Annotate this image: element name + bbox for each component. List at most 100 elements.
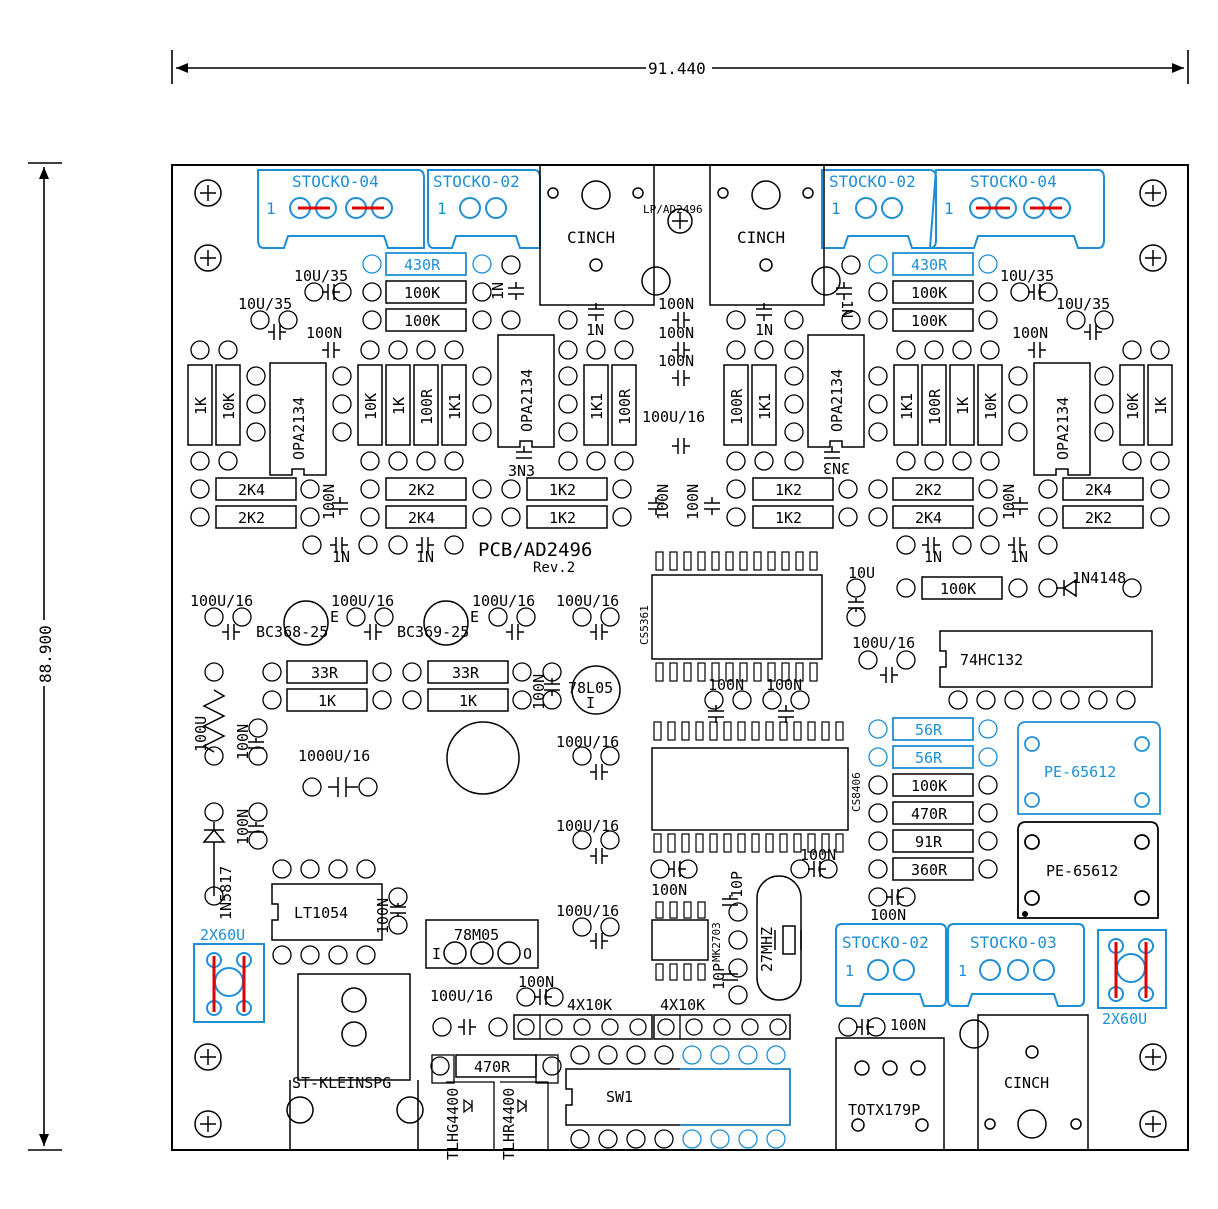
l7805-label: 78L05 (568, 679, 613, 697)
header-pads (517, 1015, 787, 1039)
r-2k4-label: 2K4 (915, 509, 942, 527)
stocko-02-left-label: STOCKO-02 (433, 172, 520, 191)
pe-65612-blue-label: PE-65612 (1044, 763, 1116, 781)
r-10k-label: 10K (1124, 393, 1142, 420)
r-360r-label: 360R (911, 861, 948, 879)
r-1k2-label: 1K2 (549, 481, 576, 499)
c-100n-label: 100N (530, 674, 548, 710)
c-10u35-label: 10U/35 (238, 295, 292, 313)
st-kleinspg-label: ST-KLEINSPG (292, 1074, 391, 1092)
c-100u16-label: 100U/16 (556, 592, 619, 610)
r-100r-label: 100R (616, 388, 634, 425)
bc368-label: BC368-25 (256, 623, 328, 641)
reg-output-label: O (523, 945, 532, 963)
r-100k-label: 100K (404, 312, 440, 330)
r-470r-label: 470R (911, 805, 948, 823)
tlhg4400-label: TLHG4400 (444, 1088, 462, 1160)
r-430r-label: 430R (911, 256, 948, 274)
header-4x10k-label: 4X10K (660, 996, 705, 1014)
stocko-04-left-label: STOCKO-04 (292, 172, 379, 191)
c-100n-label: 100N (658, 324, 694, 342)
sw1-label: SW1 (606, 1088, 633, 1106)
r-10k-label: 10K (362, 393, 380, 420)
jumper-2x60u-right-label: 2X60U (1102, 1010, 1147, 1028)
r-430r-label: 430R (404, 256, 441, 274)
c-1n-label: 1N (755, 321, 773, 339)
c-100n-label: 100N (800, 846, 836, 864)
c-3n3-label: 3N3 (823, 459, 850, 477)
totx-outline (835, 1037, 945, 1151)
r-2k2-label: 2K2 (408, 481, 435, 499)
c-100u16-label: 100U/16 (556, 817, 619, 835)
r-2k2-label: 2K2 (1085, 509, 1112, 527)
opa2134-label: OPA2134 (1054, 397, 1072, 460)
hc132-label: 74HC132 (960, 651, 1023, 669)
cinch-bottom-label: CINCH (1004, 1074, 1049, 1092)
cinch-top-labels: CINCH CINCH LP/AD2496 (567, 203, 785, 247)
bc369-label: BC369-25 (397, 623, 469, 641)
blue-labels: 430R 430R 56R 56R PE-65612 2X60U 2X60U S… (200, 256, 1147, 1028)
board-revision: Rev.2 (533, 560, 575, 576)
r-1k2-label: 1K2 (549, 509, 576, 527)
stocko-02-right-label: STOCKO-02 (829, 172, 916, 191)
c-100n-label: 100N (658, 352, 694, 370)
cinch-mid-label: CINCH (737, 228, 785, 247)
d-1n5817-label: 1N5817 (217, 866, 235, 920)
c-100u16-label: 100U/16 (642, 408, 705, 426)
resistor-bodies (187, 280, 1173, 1078)
stocko-connectors-top (257, 169, 1105, 249)
led-outlines (431, 1054, 559, 1150)
pin1-label: 1 (266, 199, 276, 218)
height-dimension: 88.900 (36, 625, 55, 683)
stocko-02-bottom-label: STOCKO-02 (842, 933, 929, 952)
cinch-bottom-outline (959, 1014, 1089, 1150)
r-100k-label: 100K (911, 312, 947, 330)
c-100n-label: 100N (306, 324, 342, 342)
pin1-dot (1022, 911, 1028, 917)
r-1k-label: 1K (390, 397, 408, 415)
component-labels: PCB/AD2496 Rev.2 100K 100K 100K 100K 10U… (190, 267, 1170, 1160)
r-10k-label: 10K (982, 393, 1000, 420)
c-10p-label: 10P (710, 963, 728, 990)
c-100u-label: 100U (192, 716, 210, 752)
solder-pads (190, 255, 1170, 1149)
c-100n-label: 100N (708, 676, 744, 694)
r-2k4-label: 2K4 (408, 509, 435, 527)
r-470r-label: 470R (474, 1058, 511, 1076)
c-1n-label: 1N (924, 548, 942, 566)
ic-pins (653, 551, 844, 981)
stocko-labels-top: STOCKO-04 STOCKO-02 STOCKO-02 STOCKO-04 … (266, 172, 1057, 218)
emitter-label: E (330, 608, 339, 626)
c-100u16-label: 100U/16 (472, 592, 535, 610)
c-100u16-label: 100U/16 (556, 902, 619, 920)
opa2134-label: OPA2134 (518, 369, 536, 432)
c-100n-label: 100N (658, 295, 694, 313)
stocko-03-bottom-label: STOCKO-03 (970, 933, 1057, 952)
c-100n-label: 100N (870, 906, 906, 924)
c-1n-label: 1N (586, 321, 604, 339)
r-56r-label: 56R (915, 749, 943, 767)
dimension-labels: 91.440 88.900 (34, 58, 712, 686)
pin1-label: 1 (831, 199, 841, 218)
r-100k-label: 100K (940, 580, 976, 598)
lp-ad2496-label: LP/AD2496 (643, 203, 703, 216)
totx179p-label: TOTX179P (848, 1101, 920, 1119)
opa2134-label: OPA2134 (290, 397, 308, 460)
c-100n-label: 100N (234, 724, 252, 760)
pe-65612-label: PE-65612 (1046, 862, 1118, 880)
capacitor-symbols (222, 282, 1102, 1035)
resistor-bodies-blue (385, 252, 974, 769)
r-2k2-label: 2K2 (238, 509, 265, 527)
cs5361-label: CS5361 (638, 605, 651, 645)
r-100r-label: 100R (728, 388, 746, 425)
r-33r-label: 33R (311, 664, 339, 682)
pin1-label: 1 (958, 962, 967, 980)
mk2703-label: MK2703 (710, 922, 723, 962)
r-1k1-label: 1K1 (898, 393, 916, 420)
c-1n-label: 1N (838, 300, 856, 318)
st-kleinspg-outline (286, 973, 424, 1150)
opa2134-label: OPA2134 (828, 369, 846, 432)
r-100r-label: 100R (926, 388, 944, 425)
board-title: PCB/AD2496 (478, 539, 592, 561)
